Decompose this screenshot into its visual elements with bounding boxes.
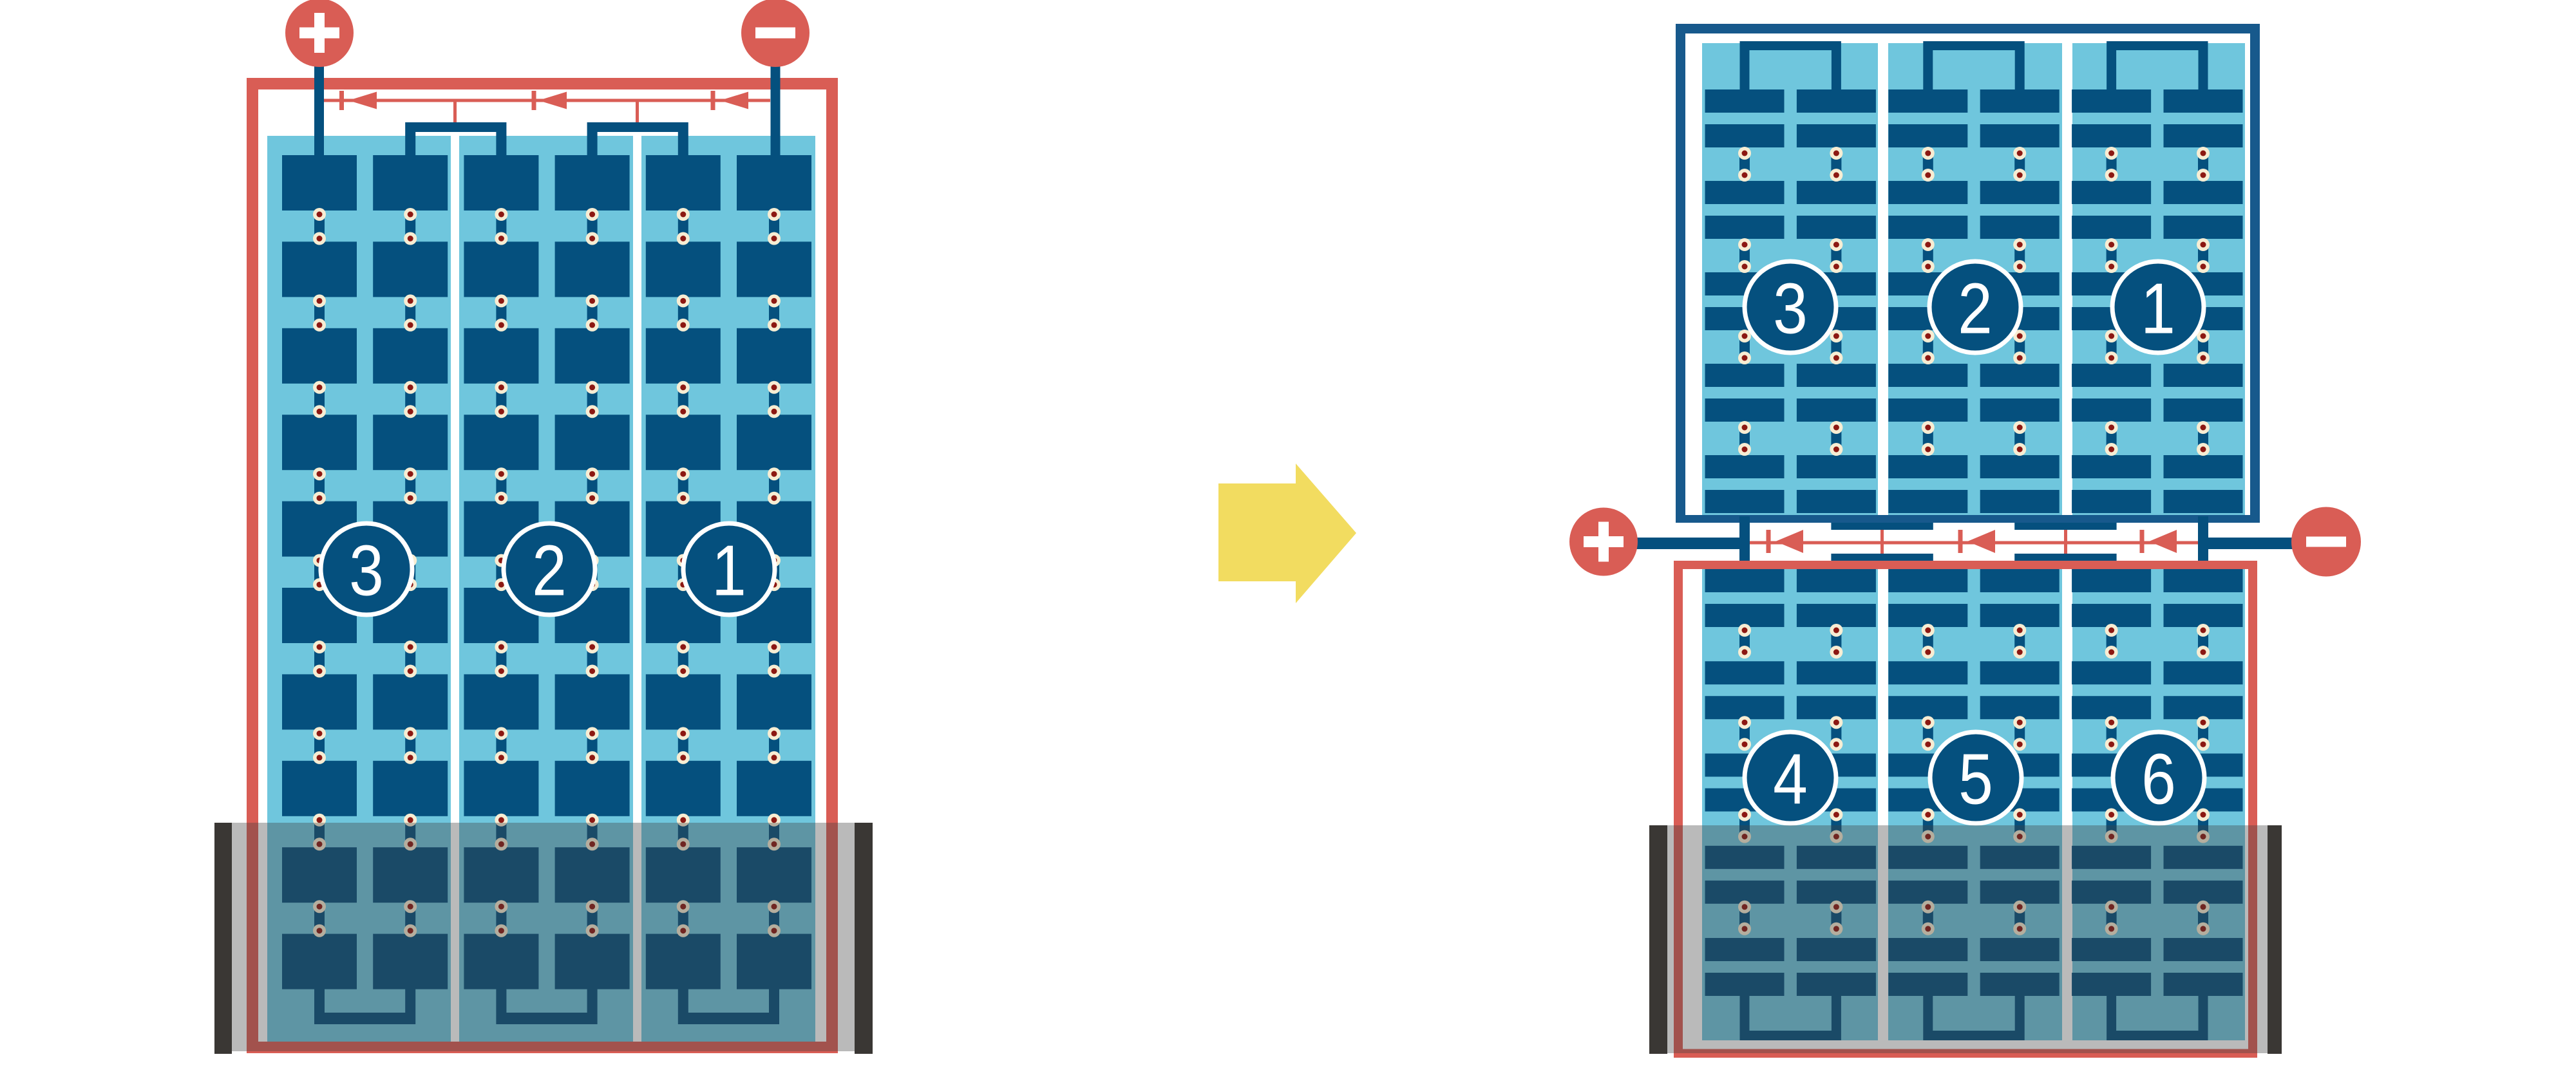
- svg-text:5: 5: [1958, 740, 1993, 820]
- svg-text:2: 2: [532, 531, 567, 611]
- svg-text:3: 3: [1773, 269, 1808, 349]
- svg-text:3: 3: [349, 531, 384, 611]
- svg-text:2: 2: [1958, 269, 1993, 349]
- svg-text:1: 1: [2141, 269, 2175, 349]
- svg-text:4: 4: [1773, 740, 1808, 820]
- svg-text:6: 6: [2141, 740, 2176, 820]
- svg-text:1: 1: [712, 531, 746, 611]
